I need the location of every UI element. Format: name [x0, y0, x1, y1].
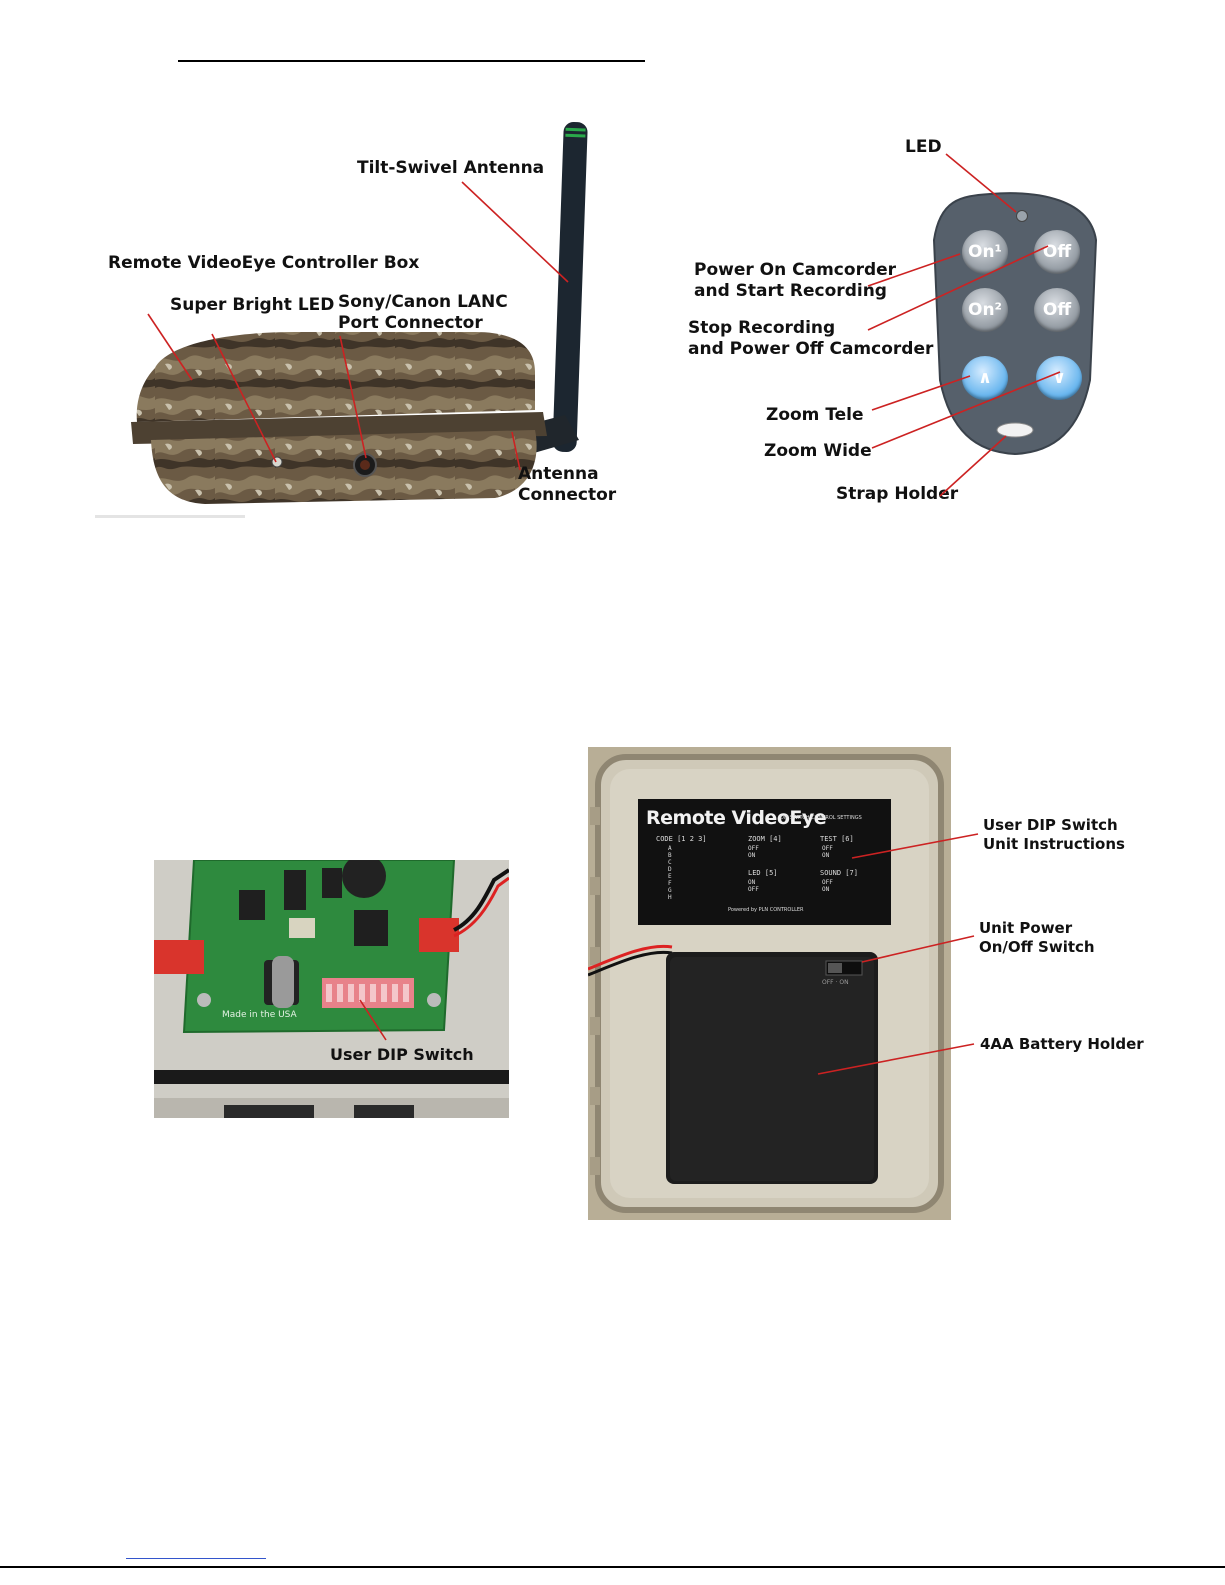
sticker-title: Remote VideoEye [646, 807, 827, 829]
circuit-board-photo: Made in the USA [154, 860, 509, 1118]
led-icon [1016, 210, 1028, 222]
label-stop-recording: Stop Recording and Power Off Camcorder [688, 318, 934, 359]
battery-compartment-photo: Remote VideoEye DIP SWITCH CONTROL SETTI… [588, 747, 951, 1220]
sticker-sound-header: SOUND [7] [820, 869, 858, 877]
label-user-dip-switch-board: User DIP Switch [330, 1045, 474, 1064]
label-tilt-swivel-antenna: Tilt-Swivel Antenna [357, 158, 545, 178]
sticker-sound-states: OFF ON [822, 879, 833, 893]
sticker-zoom-states: OFF ON [748, 845, 759, 859]
board-printed-text: Made in the USA [222, 1010, 297, 1020]
off-button-top[interactable]: Off [1034, 230, 1080, 274]
label-zoom-tele: Zoom Tele [766, 405, 864, 425]
sticker-led-states: ON OFF [748, 879, 759, 893]
label-battery-holder: 4AA Battery Holder [980, 1035, 1144, 1053]
sticker-test-states: OFF ON [822, 845, 833, 859]
label-strap-holder: Strap Holder [836, 484, 959, 504]
zoom-wide-button[interactable]: ∨ [1036, 356, 1082, 400]
label-power-on-camcorder: Power On Camcorder and Start Recording [694, 260, 897, 301]
sticker-code-letters: A B C D E F G H [668, 845, 672, 901]
battery-compartment-illustration [588, 747, 951, 1220]
label-unit-power-switch: Unit Power On/Off Switch [979, 919, 1095, 956]
on2-button[interactable]: On² [962, 288, 1008, 332]
circuit-board-illustration [154, 860, 509, 1118]
sticker-zoom-header: ZOOM [4] [748, 835, 782, 843]
sticker-test-header: TEST [6] [820, 835, 854, 843]
label-super-bright-led: Super Bright LED [170, 295, 335, 315]
footer-link-underline[interactable] [126, 1558, 266, 1559]
sticker-led-header: LED [5] [748, 869, 778, 877]
label-zoom-wide: Zoom Wide [764, 441, 872, 461]
remote-fob-body [932, 192, 1098, 456]
label-fob-led: LED [905, 137, 942, 157]
power-switch-caption: OFF · ON [822, 979, 849, 986]
label-lanc-port: Sony/Canon LANC Port Connector [338, 292, 508, 333]
sticker-code-header: CODE [1 2 3] [656, 835, 707, 843]
sticker-footer: Powered by PLN CONTROLLER [728, 907, 804, 913]
off-button-bottom[interactable]: Off [1034, 288, 1080, 332]
footer-rule [0, 1566, 1225, 1568]
zoom-tele-button[interactable]: ∧ [962, 356, 1008, 400]
on1-button[interactable]: On¹ [962, 230, 1008, 274]
label-controller-box: Remote VideoEye Controller Box [108, 253, 420, 273]
sticker-subtitle: DIP SWITCH CONTROL SETTINGS [780, 815, 862, 821]
label-dip-instructions: User DIP Switch Unit Instructions [983, 816, 1125, 853]
label-antenna-connector: Antenna Connector [518, 464, 617, 505]
heading-underline [178, 60, 645, 62]
remote-fob-photo: On¹ Off On² Off ∧ ∨ [930, 190, 1100, 460]
